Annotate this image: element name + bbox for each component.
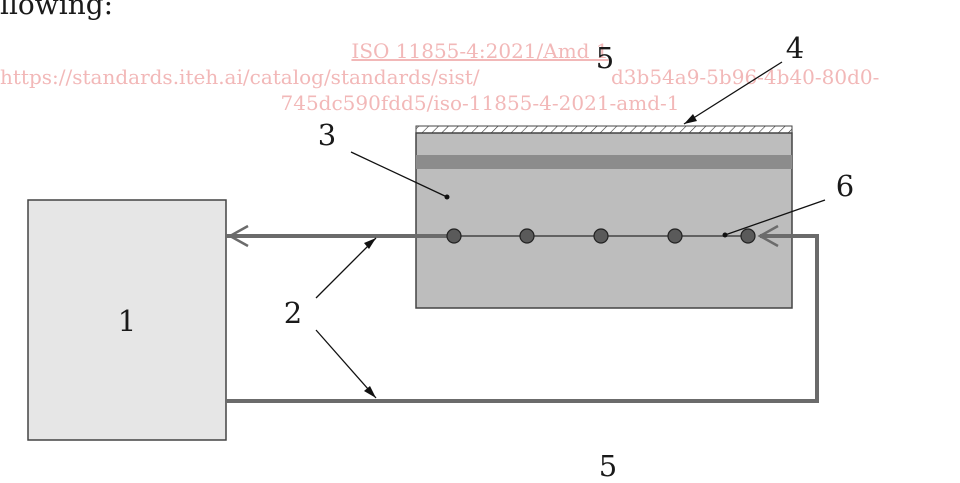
slab-inner-band <box>416 155 792 169</box>
arrow-head-right <box>757 224 779 248</box>
watermark-line-2-prefix: https://standards.iteh.ai/catalog/standa… <box>0 65 480 89</box>
leader-line-2-upper <box>315 237 377 299</box>
leader-line-4 <box>683 61 783 125</box>
arrow-head-left <box>227 224 249 248</box>
leader-dot-6 <box>722 232 728 238</box>
measurement-point <box>593 228 609 244</box>
label-3: 3 <box>318 118 336 152</box>
leader-dot-3 <box>444 194 450 200</box>
measurement-point <box>667 228 683 244</box>
measurement-point <box>519 228 535 244</box>
leader-arrow-2-lower <box>364 386 376 398</box>
watermark-line-1: ISO 11855-4:2021/Amd 1 <box>351 39 608 63</box>
component-4-surface-layer <box>415 125 793 134</box>
leader-line-6 <box>724 199 826 236</box>
leader-arrow-2-upper <box>364 238 376 249</box>
leader-line-2-lower <box>315 329 377 399</box>
leader-line-3 <box>350 151 448 198</box>
watermark-line-3: 745dc590fdd5/iso-11855-4-2021-amd-1 <box>281 91 680 115</box>
caption-fragment: llowing: <box>0 0 113 21</box>
measurement-point <box>446 228 462 244</box>
leader-arrow-4 <box>684 114 697 124</box>
label-5-top: 5 <box>596 41 614 75</box>
label-4: 4 <box>786 31 804 65</box>
component-1-box <box>27 199 227 441</box>
label-2: 2 <box>284 296 302 330</box>
label-6: 6 <box>836 169 854 203</box>
measurement-point <box>740 228 756 244</box>
label-1: 1 <box>118 304 136 338</box>
return-pipe <box>226 234 819 403</box>
watermark: ISO 11855-4:2021/Amd 1 https://standards… <box>0 39 879 115</box>
label-5-bottom: 5 <box>599 449 617 483</box>
